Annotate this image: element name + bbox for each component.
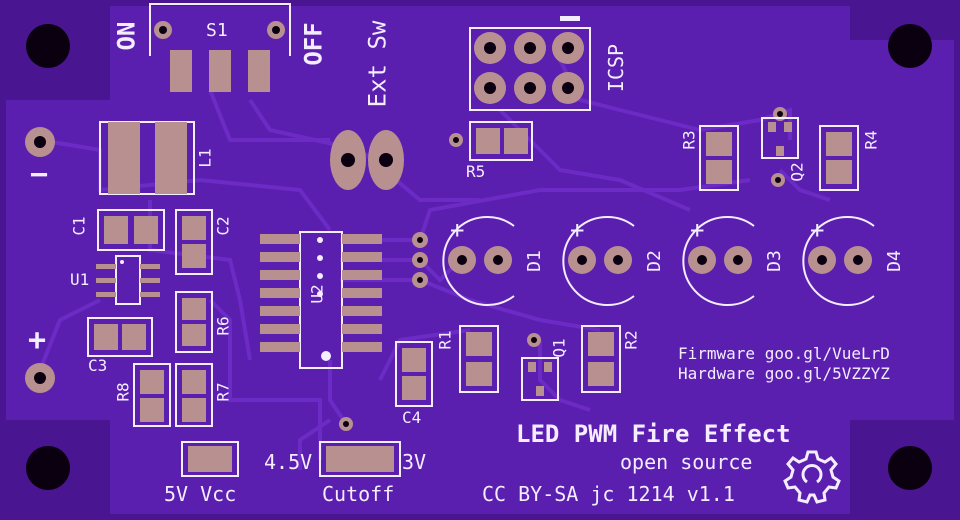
hardware-link: Hardware goo.gl/5VZZYZ	[678, 364, 890, 383]
license-label: CC BY-SA jc 1214 v1.1	[482, 482, 735, 506]
ref-d1: D1	[523, 250, 545, 272]
ref-d3: D3	[763, 250, 785, 272]
ref-q1: Q1	[549, 338, 569, 358]
power-pads	[25, 127, 55, 393]
smd-pads	[87, 121, 859, 427]
ref-r3: R3	[679, 130, 699, 150]
led1-plus: +	[450, 216, 465, 244]
led2-plus: +	[570, 216, 585, 244]
led-pads	[448, 246, 872, 274]
ref-u2: U2	[307, 284, 327, 304]
cutoff-label: Cutoff	[322, 482, 395, 506]
switch-on-label: ON	[112, 21, 141, 51]
cutoff-right-label: 3V	[402, 450, 427, 474]
inductor-l1	[99, 121, 195, 195]
jumper-vcc-label: 5V Vcc	[164, 482, 237, 506]
ref-r5: R5	[466, 162, 486, 181]
icsp-label: ICSP	[604, 43, 629, 93]
power-minus-label: −	[30, 157, 49, 192]
ref-c4: C4	[402, 408, 422, 427]
switch-s1-label: S1	[206, 20, 228, 41]
smd-pad-fills	[94, 128, 852, 422]
mounting-holes	[26, 24, 932, 490]
vias	[339, 107, 787, 431]
led3-plus: +	[690, 216, 705, 244]
led4-plus: +	[810, 216, 825, 244]
ext-switch-pads	[330, 130, 404, 190]
ref-c1: C1	[69, 216, 89, 236]
ic-u2	[260, 231, 382, 369]
cutoff-left-label: 4.5V	[264, 450, 313, 474]
ref-c3: C3	[88, 356, 108, 375]
ic-u1	[96, 255, 160, 305]
ref-r6: R6	[213, 316, 233, 336]
open-source-label: open source	[620, 450, 753, 474]
jumper-pads	[181, 441, 401, 477]
ref-d4: D4	[883, 250, 905, 272]
open-source-hardware-gear-icon	[783, 450, 841, 504]
ref-r7: R7	[213, 382, 233, 402]
ext-switch-label: Ext Sw	[363, 20, 392, 108]
power-plus-label: +	[28, 323, 47, 358]
ref-r4: R4	[861, 130, 881, 150]
ref-r1: R1	[435, 330, 455, 350]
transistors	[521, 117, 799, 401]
ref-l1: L1	[195, 148, 215, 168]
ref-r8: R8	[113, 382, 133, 402]
copper-traces	[38, 59, 831, 470]
ref-u1: U1	[70, 270, 90, 289]
ref-d2: D2	[643, 250, 665, 272]
ref-q2: Q2	[787, 162, 807, 182]
firmware-link: Firmware goo.gl/VueLrD	[678, 344, 890, 363]
ref-r2: R2	[621, 330, 641, 350]
board-title: LED PWM Fire Effect	[516, 420, 791, 448]
switch-s1-footprint	[149, 3, 291, 92]
ref-c2: C2	[213, 216, 233, 236]
led-footprints	[442, 216, 875, 306]
icsp-header	[469, 16, 591, 111]
switch-off-label: OFF	[299, 22, 328, 66]
